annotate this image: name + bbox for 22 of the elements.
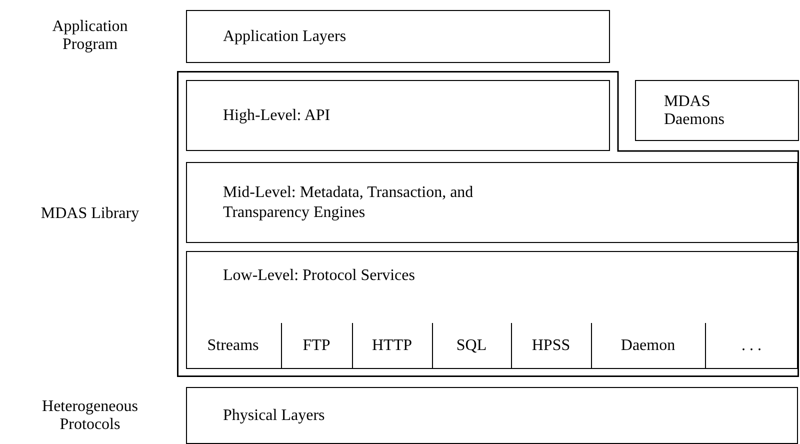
protocol-name: HPSS — [532, 336, 570, 356]
layer-label: Low-Level: Protocol Services — [222, 266, 416, 286]
layer-box — [186, 162, 798, 243]
protocol-name: Daemon — [620, 336, 676, 356]
layer-label: High-Level: API — [222, 106, 332, 126]
layer-box — [186, 251, 798, 369]
layer-box — [186, 80, 610, 151]
protocol-name: HTTP — [372, 336, 412, 356]
protocol-name: FTP — [302, 336, 330, 356]
row-label: MDAS Library — [40, 205, 140, 224]
layer-box — [186, 387, 798, 444]
row-label: Application Program — [51, 18, 129, 55]
row-label: Heterogeneous Protocols — [41, 398, 139, 435]
protocol-name: . . . — [742, 336, 762, 356]
layer-box — [186, 10, 610, 63]
layer-label: Application Layers — [222, 26, 348, 46]
layer-label: MDAS Daemons — [663, 92, 726, 128]
layer-box — [635, 80, 799, 141]
layer-label: Mid-Level: Metadata, Transaction, and Transparency Engines — [222, 183, 474, 222]
protocol-name: Streams — [207, 336, 259, 356]
layer-label: Physical Layers — [222, 406, 326, 426]
protocol-name: SQL — [456, 336, 487, 356]
